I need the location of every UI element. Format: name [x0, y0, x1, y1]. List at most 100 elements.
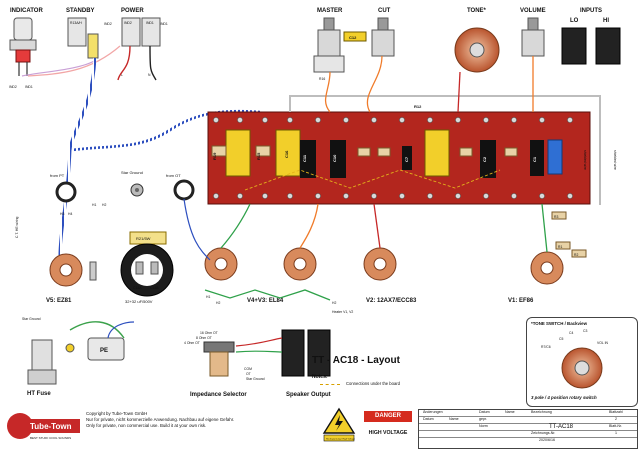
c1-label: C1 — [532, 156, 537, 162]
footer-changes: Änderungen — [423, 410, 443, 414]
svg-text:IND1: IND1 — [146, 21, 154, 25]
volume-label: VOLUME — [520, 8, 546, 14]
speaker-jacks — [281, 329, 331, 377]
v5-label: V5: EZ81 — [46, 298, 72, 304]
c5-label: C5 — [559, 337, 563, 341]
c12-cap — [343, 31, 367, 42]
legend-dash — [320, 384, 340, 385]
tone-switch-drawing: R7/C6 C5 C4 C3 VOL IN — [541, 329, 609, 389]
logo-sub: BEST STUFF COOL SOUNDS — [30, 436, 71, 440]
footer-table: Änderungen Datum Name Bezeichnung Blattz… — [418, 409, 638, 449]
pe-label: PE — [100, 348, 108, 354]
h4-label: H4 — [68, 212, 72, 216]
c3-label: C3 — [583, 329, 587, 333]
ot-label: OT — [246, 372, 251, 376]
v4v3-label: V4+V3: EL84 — [247, 298, 284, 304]
footer-norm: Norm — [479, 424, 488, 428]
v2-socket — [363, 247, 397, 281]
c12-label: C12 — [349, 35, 357, 40]
h2-heater-label: H2 — [332, 301, 336, 305]
r16-label: R16 — [319, 77, 325, 81]
c2-label: C2 — [482, 156, 487, 162]
h1-power-label: H1 — [206, 295, 210, 299]
indicator-label: INDICATOR — [10, 8, 43, 14]
power-l-label: L — [121, 73, 123, 77]
footer-sheet-value: 2 — [615, 417, 617, 421]
footer-sheet-no-value: 1 — [615, 431, 617, 435]
warning-sub: Hochspannung / High Voltage — [326, 438, 356, 441]
ind2-power-label: IND2 — [104, 22, 112, 26]
svg-text:R13A/H: R13A/H — [70, 21, 82, 25]
ht-fuse-label: HT Fuse — [27, 391, 51, 397]
h2-pt-label: H2 — [102, 203, 106, 207]
tone-switch-heading: *TONE SWITCH / Backview — [531, 321, 588, 326]
notes-label: Notes: — [312, 374, 328, 380]
h1-pt-label: H1 — [92, 203, 96, 207]
indicator-lamp — [9, 17, 37, 76]
footer-name: Name — [449, 417, 459, 421]
r3-label: R3 — [554, 215, 558, 219]
heater-label: Heater V1, V2 — [332, 310, 353, 314]
v3-socket — [283, 247, 317, 281]
high-voltage-warning-icon: Hochspannung / High Voltage — [322, 407, 356, 442]
footer-drawing-value: TT-AC18 — [549, 424, 574, 430]
svg-text:IND2: IND2 — [124, 21, 132, 25]
page-title: TT - AC18 - Layout — [312, 355, 400, 366]
ohm8-label: 8 Ohm OT — [196, 336, 212, 340]
r15-label: R15 — [256, 152, 261, 160]
cut-label: CUT — [378, 8, 391, 14]
shielded-wire-2: shielded wire — [613, 150, 617, 170]
shielded-wire-1: shielded wire — [583, 150, 587, 170]
standby-label: STANDBY — [66, 8, 95, 14]
footer-designation: Bezeichnung — [531, 410, 552, 414]
h3-label: H3 — [60, 212, 64, 216]
r2-resistor — [571, 249, 587, 258]
impedance-label: Impedance Selector — [190, 392, 247, 398]
copyright: Copyright by Tube-Town GmbH Nur for priv… — [86, 411, 308, 430]
master-pot — [313, 17, 345, 73]
footer-gepr: gepr. — [479, 417, 487, 421]
legend-text: Connections under the board — [346, 381, 401, 386]
r12-label: R12 — [414, 104, 422, 109]
r2-label: R2 — [574, 253, 578, 257]
v1-socket — [530, 251, 564, 285]
inputs-label: INPUTS — [580, 8, 602, 14]
star-ground — [130, 183, 144, 197]
pe-terminal — [65, 337, 125, 361]
legend: Connections under the board — [312, 381, 472, 389]
pt-grommet — [55, 181, 77, 203]
footer-date-label: Datum — [479, 410, 490, 414]
c14a-label: C14A — [133, 286, 142, 290]
power-n-label: N — [148, 73, 151, 77]
filter-cap-label: 32+32 uF/500V — [125, 299, 153, 304]
impedance-selector — [203, 341, 235, 377]
from-pt-label: from PT — [50, 173, 65, 178]
ot-grommet — [173, 179, 195, 201]
footer-row-2: Datum Name gepr. 2 — [419, 417, 637, 424]
footer-drawing-no: Zeichnungs-Nr. — [531, 431, 556, 435]
copyright-line-3: Only for private, non commercial use. Bu… — [86, 423, 207, 429]
v4-socket — [204, 247, 238, 281]
master-label: MASTER — [317, 8, 343, 14]
footer-row-3: Norm TT-AC18 Blatt-Nr. — [419, 424, 637, 431]
title-block: TT - AC18 - Layout Notes: Connections un… — [312, 355, 472, 386]
c16-label: C16 — [284, 150, 289, 158]
tone-switch-panel: *TONE SWITCH / Backview R7/C6 C5 C4 C3 V… — [526, 317, 638, 407]
footer-datum: Datum — [423, 417, 434, 421]
r3-resistor — [551, 211, 567, 220]
r21-label: R21/5W — [136, 236, 151, 241]
tone-switch-top — [454, 27, 500, 73]
ohm16-label: 16 Ohm OT — [200, 331, 218, 335]
r1-label: R1 — [558, 245, 562, 249]
c14b-label: C14B — [150, 286, 159, 290]
c11-label: C11 — [302, 154, 307, 162]
h2-power-label: H2 — [216, 301, 220, 305]
vol-in-label: VOL IN — [597, 341, 609, 345]
filter-capacitor — [120, 231, 174, 297]
com-label: COM — [244, 367, 252, 371]
input-lo-label: LO — [570, 18, 579, 24]
c10-label: C10 — [332, 154, 337, 162]
footer-date-value: 2020/6/16 — [539, 438, 555, 442]
logo-text: Tube-Town — [30, 422, 72, 431]
